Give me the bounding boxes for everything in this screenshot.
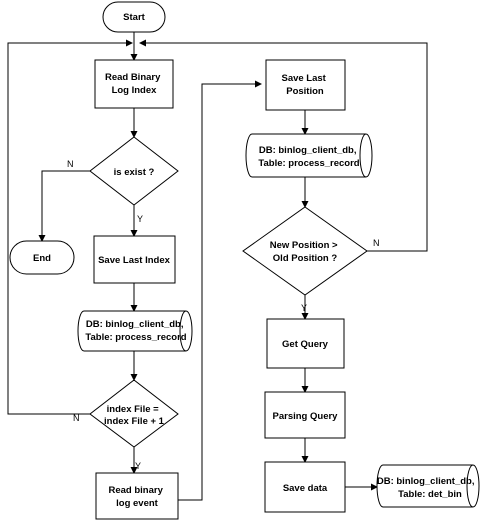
- svg-text:Parsing Query: Parsing Query: [273, 411, 339, 422]
- position-check-yes-label: Y: [301, 303, 307, 313]
- read-index-label-line1: Read Binary: [105, 72, 161, 83]
- svg-text:DB: binlog_client_db, Ta: DB: binlog_client_db, Table: process_rec…: [85, 319, 186, 343]
- svg-text:Read Binary Log Index: Read Binary Log Index: [105, 72, 163, 96]
- get-query-label: Get Query: [282, 339, 329, 350]
- save-last-position-node: Save Last Position: [265, 59, 346, 111]
- svg-text:Read binary log event: Read binary log event: [108, 485, 165, 509]
- index-check-no-label: N: [73, 413, 80, 423]
- start-label: Start: [123, 12, 145, 23]
- svg-text:DB: binlog_client_db, Ta: DB: binlog_client_db, Table: det_bin: [377, 476, 477, 500]
- db-right-top-label-line2: Table: process_record: [258, 158, 359, 169]
- position-decision: New Position > Old Position ?: [242, 206, 368, 296]
- read-binary-log-index-node: Read Binary Log Index: [94, 59, 174, 109]
- is-exist-decision: is exist ?: [89, 136, 179, 206]
- edge-is-exist-no-to-end: [38, 170, 90, 242]
- svg-text:Save data: Save data: [283, 483, 328, 494]
- svg-text:Get Query: Get Query: [282, 339, 329, 350]
- is-exist-label: is exist ?: [114, 167, 155, 178]
- edge-index-check-no-loop: [7, 39, 133, 415]
- is-exist-no-label: N: [67, 159, 74, 169]
- edge-labels: N Y N Y N Y: [67, 159, 380, 471]
- save-position-label-line1: Save Last: [281, 73, 326, 84]
- save-last-index-node: Save Last Index: [93, 235, 176, 284]
- position-check-no-label: N: [373, 238, 380, 248]
- position-check-label-line2: Old Position ?: [273, 253, 338, 264]
- read-index-label-line2: Log Index: [112, 85, 158, 96]
- parsing-query-label: Parsing Query: [273, 411, 339, 422]
- save-data-node: Save data: [264, 461, 346, 513]
- db-right-top-label-line1: DB: binlog_client_db,: [259, 145, 357, 156]
- read-event-label-line1: Read binary: [108, 485, 163, 496]
- index-check-yes-label: Y: [135, 461, 141, 471]
- read-event-label-line2: log event: [116, 498, 159, 509]
- db-det-bin: DB: binlog_client_db, Table: det_bin: [376, 464, 480, 508]
- db-process-record-left: DB: binlog_client_db, Table: process_rec…: [77, 310, 193, 352]
- svg-text:Save Last Position: Save Last Position: [281, 73, 328, 97]
- svg-text:Save Last Index: Save Last Index: [98, 255, 171, 266]
- svg-text:End: End: [33, 253, 51, 264]
- db-process-record-right: DB: binlog_client_db, Table: process_rec…: [245, 133, 373, 178]
- db-right-bottom-label-line2: Table: det_bin: [398, 489, 462, 500]
- end-label: End: [33, 253, 51, 264]
- read-binary-log-event-node: Read binary log event: [95, 472, 179, 520]
- db-left-label-line1: DB: binlog_client_db,: [86, 319, 184, 330]
- svg-text:is exist ?: is exist ?: [114, 167, 155, 178]
- save-position-label-line2: Position: [286, 86, 324, 97]
- index-check-label-line1: index File =: [107, 404, 159, 415]
- svg-text:Start: Start: [123, 12, 145, 23]
- position-check-label-line1: New Position >: [270, 240, 338, 251]
- db-left-label-line2: Table: process_record: [85, 332, 186, 343]
- end-node: End: [9, 240, 75, 275]
- index-file-decision: index File = index File + 1: [89, 379, 179, 448]
- index-check-label-line2: index File + 1: [104, 416, 165, 427]
- is-exist-yes-label: Y: [137, 214, 143, 224]
- svg-text:index File = index File: index File = index File + 1: [104, 404, 165, 427]
- db-right-bottom-label-line1: DB: binlog_client_db,: [377, 476, 475, 487]
- edge-position-check-no-loop: [139, 39, 428, 252]
- edge-read-event-to-save-position: [178, 80, 262, 501]
- start-node: Start: [102, 1, 166, 33]
- save-last-index-label: Save Last Index: [98, 255, 171, 266]
- connectors: [7, 32, 428, 501]
- parsing-query-node: Parsing Query: [264, 391, 346, 439]
- save-data-label: Save data: [283, 483, 328, 494]
- svg-text:DB: binlog_client_db, Ta: DB: binlog_client_db, Table: process_rec…: [258, 145, 359, 169]
- svg-text:New Position > Old Posit: New Position > Old Position ?: [270, 240, 340, 264]
- get-query-node: Get Query: [266, 318, 345, 369]
